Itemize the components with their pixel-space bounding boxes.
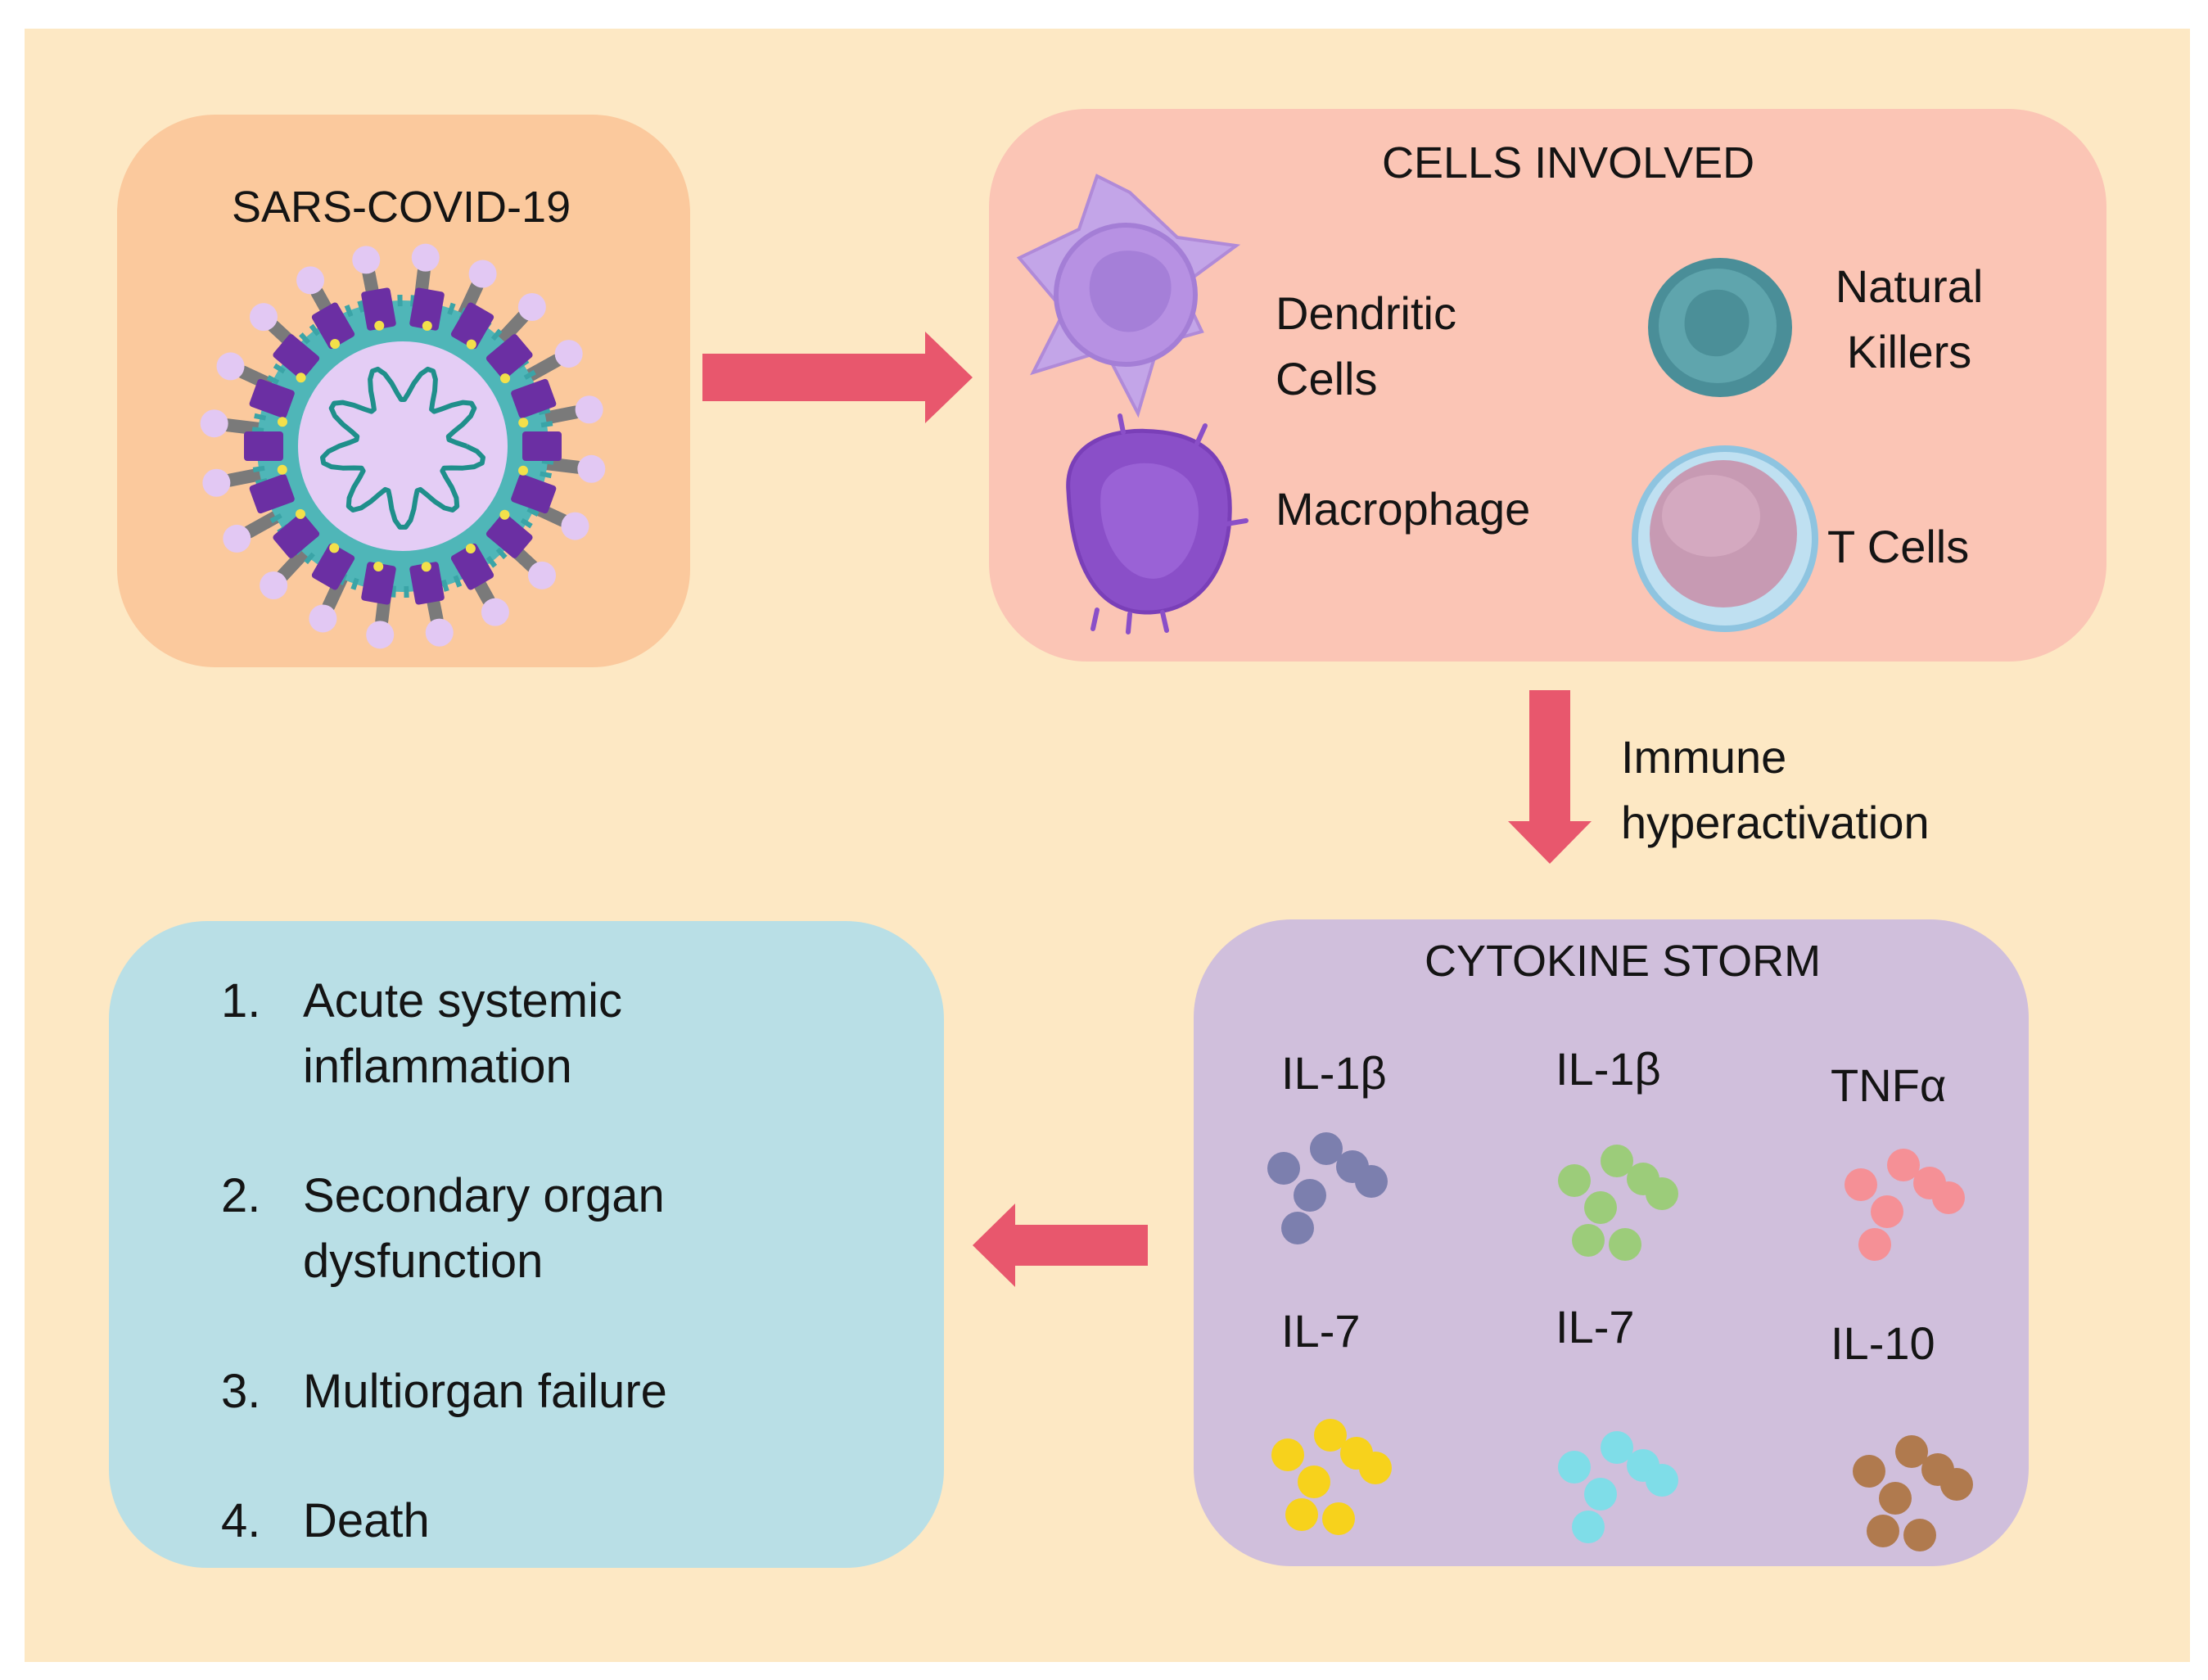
cytokine-dot <box>1267 1152 1300 1185</box>
cytokine-dot <box>1871 1195 1903 1228</box>
cytokine-label-2: IL-1β <box>1556 1043 1661 1095</box>
outcome-1-number: 1. <box>221 974 261 1027</box>
dendritic-cells-label: Dendritic Cells <box>1276 281 1456 412</box>
cytokine-dot <box>1853 1455 1885 1488</box>
natural-killers-line-1: Natural <box>1835 260 1984 312</box>
outcome-4: 4. Death <box>221 1488 958 1554</box>
outcome-3-number: 3. <box>221 1365 261 1418</box>
arrow-left <box>973 1204 1148 1287</box>
immune-hyperactivation-label: Immune hyperactivation <box>1621 725 1930 856</box>
cytokine-dot <box>1322 1502 1355 1535</box>
outcome-4-line-1: Death <box>303 1494 430 1547</box>
outcome-4-number: 4. <box>221 1494 261 1547</box>
cytokine-label-1: IL-1β <box>1281 1047 1387 1099</box>
activation-line-2: hyperactivation <box>1621 797 1930 848</box>
cytokine-label-6: IL-10 <box>1831 1317 1935 1369</box>
cytokine-dot <box>1895 1435 1928 1468</box>
cytokine-dots <box>1267 1132 1973 1551</box>
cytokine-dot <box>1646 1464 1678 1497</box>
cytokine-dot <box>1294 1179 1326 1212</box>
macrophage-icon <box>1066 413 1248 635</box>
cytokine-dot <box>1601 1431 1633 1464</box>
arrow-right <box>702 332 973 423</box>
cytokine-dot <box>1572 1511 1605 1543</box>
outcome-2: 2. Secondary organ dysfunction <box>221 1163 958 1294</box>
cytokine-title: CYTOKINE STORM <box>1425 937 1822 986</box>
cytokine-dot <box>1932 1181 1965 1214</box>
cytokine-dot <box>1298 1465 1330 1498</box>
outcome-3: 3. Multiorgan failure <box>221 1359 958 1425</box>
cytokine-dot <box>1584 1478 1617 1511</box>
dendritic-line-2: Cells <box>1276 353 1378 404</box>
natural-killer-cell-icon <box>1648 258 1792 397</box>
cytokine-dot <box>1940 1468 1973 1501</box>
natural-killers-line-2: Killers <box>1846 326 1972 377</box>
cytokine-dot <box>1879 1482 1912 1515</box>
cytokine-dot <box>1285 1498 1318 1531</box>
outcome-3-line-1: Multiorgan failure <box>303 1365 667 1418</box>
cytokine-dot <box>1281 1212 1314 1244</box>
cytokine-label-4: IL-7 <box>1281 1305 1361 1357</box>
t-cells-label: T Cells <box>1827 521 1970 572</box>
cytokine-dot <box>1903 1519 1936 1551</box>
arrow-down <box>1508 690 1592 864</box>
cells-box <box>989 109 2106 662</box>
cytokine-dot <box>1355 1165 1388 1198</box>
cytokine-dot <box>1584 1191 1617 1224</box>
cytokine-dot <box>1845 1168 1877 1201</box>
outcome-box <box>109 921 944 1568</box>
cytokine-dot <box>1572 1224 1605 1257</box>
cytokine-dot <box>1646 1177 1678 1210</box>
cytokine-dot <box>1858 1228 1891 1261</box>
dendritic-line-1: Dendritic <box>1276 287 1456 339</box>
outcome-2-line-1: Secondary organ <box>303 1169 665 1222</box>
cells-title: CELLS INVOLVED <box>1382 138 1755 187</box>
cytokine-label-5: IL-7 <box>1556 1301 1635 1353</box>
outcome-1: 1. Acute systemic inflammation <box>221 969 958 1100</box>
outcome-1-line-2: inflammation <box>303 1040 572 1093</box>
cytokine-dot <box>1609 1228 1641 1261</box>
cytokine-dot <box>1314 1419 1347 1452</box>
outcome-1-line-1: Acute systemic <box>303 974 622 1027</box>
cytokine-dot <box>1359 1452 1392 1484</box>
dendritic-cell-icon <box>1016 174 1241 418</box>
t-cell-icon <box>1632 445 1818 632</box>
cytokine-label-3: TNFα <box>1831 1059 1947 1111</box>
outcome-2-number: 2. <box>221 1169 261 1222</box>
macrophage-label: Macrophage <box>1276 483 1531 535</box>
virus-title: SARS-COVID-19 <box>232 183 571 232</box>
outcome-2-line-2: dysfunction <box>303 1235 544 1288</box>
cytokine-dot <box>1271 1438 1304 1471</box>
cytokine-dot <box>1887 1149 1920 1181</box>
cytokine-dot <box>1601 1145 1633 1177</box>
cytokine-dot <box>1558 1451 1591 1484</box>
cytokine-dot <box>1558 1164 1591 1197</box>
coronavirus-icon <box>200 243 606 649</box>
activation-line-1: Immune <box>1621 731 1787 783</box>
natural-killers-label: Natural Killers <box>1827 254 1991 385</box>
cytokine-dot <box>1310 1132 1343 1165</box>
cytokine-dot <box>1867 1515 1899 1547</box>
